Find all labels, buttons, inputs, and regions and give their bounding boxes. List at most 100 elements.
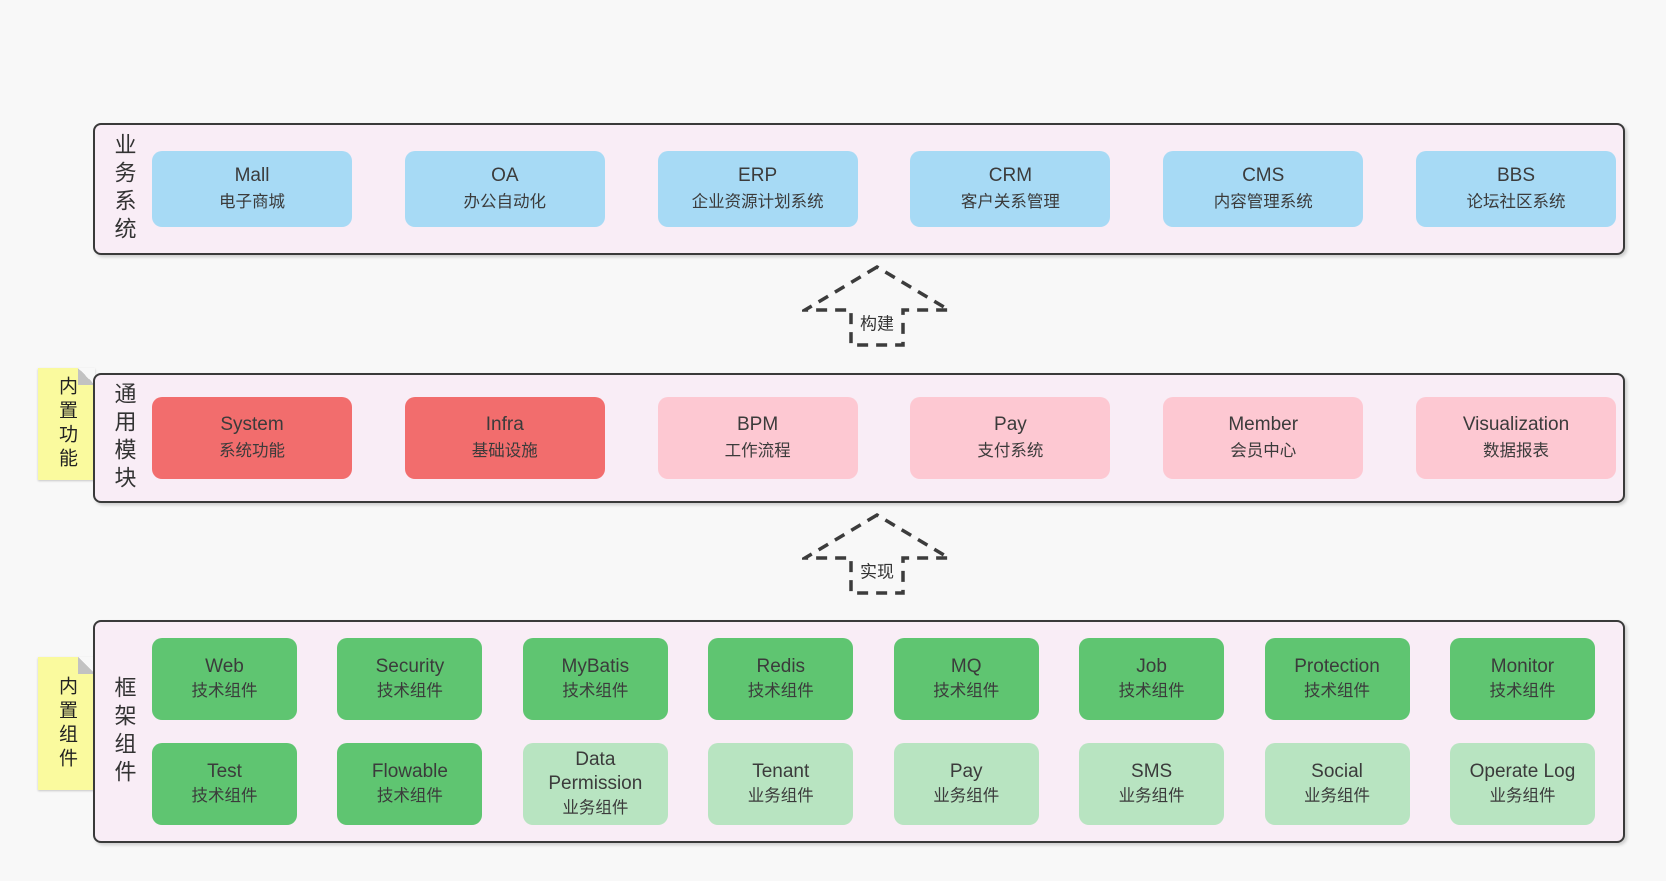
box-test-name: Test <box>207 761 242 782</box>
box-cms: CMS 内容管理系统 <box>1163 151 1364 227</box>
box-protection-name: Protection <box>1294 656 1380 677</box>
box-infra: Infra 基础设施 <box>404 397 605 479</box>
box-visualization-desc: 数据报表 <box>1482 442 1549 460</box>
note-builtin-functions: 内置功能 <box>38 368 95 480</box>
box-pay-module: Pay 支付系统 <box>910 397 1111 479</box>
box-mq: MQ 技术组件 <box>893 638 1039 720</box>
box-pay-component-name: Pay <box>949 761 983 782</box>
box-cms-name: CMS <box>1242 165 1285 186</box>
box-redis: Redis 技术组件 <box>708 638 854 720</box>
box-bbs-desc: 论坛社区系统 <box>1466 193 1566 211</box>
box-mybatis-desc: 技术组件 <box>562 682 629 700</box>
box-infra-name: Infra <box>485 414 524 435</box>
box-bpm-desc: 工作流程 <box>724 442 791 460</box>
box-redis-name: Redis <box>756 656 806 677</box>
box-pay-module-desc: 支付系统 <box>977 442 1044 460</box>
box-web-desc: 技术组件 <box>191 682 258 700</box>
section-framework-label: 框架组件 <box>95 622 152 841</box>
box-monitor-name: Monitor <box>1490 656 1555 677</box>
box-sms-name: SMS <box>1131 761 1173 782</box>
box-bpm-name: BPM <box>737 414 779 435</box>
box-web-name: Web <box>205 656 244 677</box>
box-member-desc: 会员中心 <box>1230 442 1297 460</box>
box-bbs: BBS 论坛社区系统 <box>1415 151 1616 227</box>
box-operate-log-name: Operate Log <box>1469 761 1576 782</box>
up-arrow-icon <box>802 264 952 347</box>
box-flowable-name: Flowable <box>371 761 448 782</box>
section-common-modules: 通用模块 System 系统功能 Infra 基础设施 BPM 工作流程 Pay… <box>93 373 1625 503</box>
box-erp: ERP 企业资源计划系统 <box>657 151 858 227</box>
box-security-name: Security <box>375 656 445 677</box>
box-data-permission-name: Data Permission <box>548 749 643 794</box>
arrow-implement-label: 实现 <box>857 556 897 584</box>
box-redis-desc: 技术组件 <box>747 682 814 700</box>
box-mq-name: MQ <box>950 656 982 677</box>
box-pay-component-desc: 业务组件 <box>933 787 1000 805</box>
section-framework-label-text: 框架组件 <box>111 675 137 788</box>
box-tenant-desc: 业务组件 <box>747 787 814 805</box>
box-security-desc: 技术组件 <box>376 682 443 700</box>
box-oa-name: OA <box>491 165 519 186</box>
box-security: Security 技术组件 <box>337 638 483 720</box>
arrow-build-label: 构建 <box>857 308 897 336</box>
section-modules-label: 通用模块 <box>95 375 152 501</box>
box-system-name: System <box>220 414 284 435</box>
box-job-name: Job <box>1136 656 1167 677</box>
box-social: Social 业务组件 <box>1264 743 1410 825</box>
box-operate-log: Operate Log 业务组件 <box>1449 743 1595 825</box>
box-infra-desc: 基础设施 <box>471 442 538 460</box>
box-mall-desc: 电子商城 <box>219 193 285 211</box>
section-framework-components: 框架组件 Web 技术组件 Security 技术组件 MyBatis 技术组件… <box>93 620 1625 843</box>
box-system: System 系统功能 <box>152 397 352 479</box>
box-social-name: Social <box>1311 761 1363 782</box>
box-tenant: Tenant 业务组件 <box>708 743 854 825</box>
box-pay-component: Pay 业务组件 <box>893 743 1039 825</box>
note-builtin-components: 内置组件 <box>38 657 95 790</box>
box-member-name: Member <box>1228 414 1299 435</box>
box-flowable-desc: 技术组件 <box>376 787 443 805</box>
box-erp-name: ERP <box>738 165 778 186</box>
box-cms-desc: 内容管理系统 <box>1213 193 1313 211</box>
box-sms-desc: 业务组件 <box>1118 787 1185 805</box>
box-oa: OA 办公自动化 <box>404 151 605 227</box>
box-mybatis: MyBatis 技术组件 <box>522 638 668 720</box>
box-mall: Mall 电子商城 <box>152 151 352 227</box>
box-monitor-desc: 技术组件 <box>1489 682 1556 700</box>
up-arrow-icon <box>802 512 952 595</box>
box-protection: Protection 技术组件 <box>1264 638 1410 720</box>
box-crm-name: CRM <box>988 165 1033 186</box>
box-visualization: Visualization 数据报表 <box>1415 397 1616 479</box>
box-oa-desc: 办公自动化 <box>463 193 547 211</box>
box-crm: CRM 客户关系管理 <box>910 151 1111 227</box>
box-data-permission: Data Permission 业务组件 <box>522 743 668 825</box>
box-social-desc: 业务组件 <box>1304 787 1371 805</box>
box-test-desc: 技术组件 <box>191 787 258 805</box>
box-flowable: Flowable 技术组件 <box>337 743 483 825</box>
box-test: Test 技术组件 <box>152 743 297 825</box>
modules-boxes-row: System 系统功能 Infra 基础设施 BPM 工作流程 Pay 支付系统… <box>152 375 1623 501</box>
box-job-desc: 技术组件 <box>1118 682 1185 700</box>
box-pay-module-name: Pay <box>994 414 1027 435</box>
section-business-systems: 业务系统 Mall 电子商城 OA 办公自动化 ERP 企业资源计划系统 CRM… <box>93 123 1625 255</box>
arrow-build: 构建 <box>802 264 952 348</box>
box-member: Member 会员中心 <box>1163 397 1364 479</box>
box-job: Job 技术组件 <box>1079 638 1225 720</box>
framework-boxes-grid: Web 技术组件 Security 技术组件 MyBatis 技术组件 Redi… <box>152 622 1623 841</box>
box-web: Web 技术组件 <box>152 638 297 720</box>
box-mall-name: Mall <box>234 165 270 186</box>
note-builtin-functions-text: 内置功能 <box>56 376 77 472</box>
box-bbs-name: BBS <box>1496 165 1535 186</box>
business-boxes-row: Mall 电子商城 OA 办公自动化 ERP 企业资源计划系统 CRM 客户关系… <box>152 125 1623 253</box>
box-monitor: Monitor 技术组件 <box>1449 638 1595 720</box>
box-operate-log-desc: 业务组件 <box>1489 787 1556 805</box>
section-business-label-text: 业务系统 <box>111 133 137 245</box>
box-system-desc: 系统功能 <box>219 442 285 460</box>
box-visualization-name: Visualization <box>1462 414 1570 435</box>
box-mybatis-name: MyBatis <box>561 656 630 677</box>
box-bpm: BPM 工作流程 <box>657 397 858 479</box>
note-builtin-components-text: 内置组件 <box>56 675 77 772</box>
section-modules-label-text: 通用模块 <box>111 382 137 494</box>
box-protection-desc: 技术组件 <box>1304 682 1371 700</box>
box-mq-desc: 技术组件 <box>933 682 1000 700</box>
section-business-label: 业务系统 <box>95 125 152 253</box>
